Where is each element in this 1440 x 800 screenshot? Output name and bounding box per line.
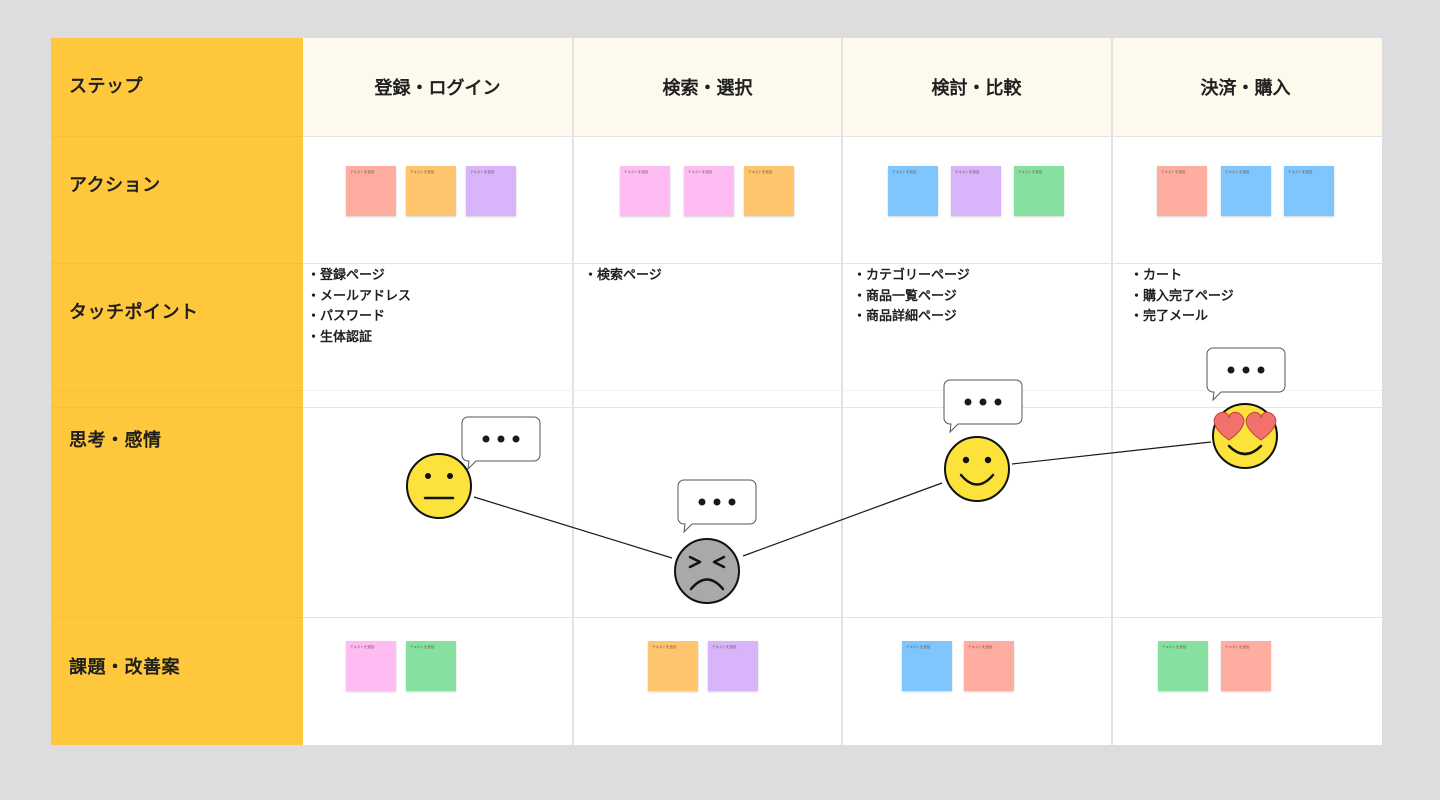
sticky-note-text: テキストを追加	[968, 645, 993, 649]
row-label-column: ステップ アクション タッチポイント 思考・感情 課題・改善案	[51, 38, 303, 745]
sticky-note[interactable]: テキストを追加	[1221, 641, 1271, 691]
touchpoint-item: 検索ページ	[584, 266, 662, 287]
sticky-note-text: テキストを追加	[624, 170, 649, 174]
column-divider	[1111, 38, 1113, 745]
touchpoint-item: 商品詳細ページ	[853, 307, 970, 328]
sticky-note[interactable]: テキストを追加	[1157, 166, 1207, 216]
sticky-note[interactable]: テキストを追加	[684, 166, 734, 216]
sticky-note[interactable]: テキストを追加	[888, 166, 938, 216]
sticky-note[interactable]: テキストを追加	[466, 166, 516, 216]
row-label-step: ステップ	[69, 76, 143, 97]
touchpoint-item: 購入完了ページ	[1130, 287, 1234, 308]
sticky-note-text: テキストを追加	[1018, 170, 1043, 174]
row-divider	[303, 263, 1382, 264]
sticky-note[interactable]: テキストを追加	[346, 641, 396, 691]
touchpoint-item: カテゴリーページ	[853, 266, 970, 287]
touchpoint-item: 生体認証	[307, 328, 411, 349]
sticky-note-text: テキストを追加	[955, 170, 980, 174]
column-divider	[841, 38, 843, 745]
sticky-note-text: テキストを追加	[1225, 645, 1250, 649]
sticky-note-text: テキストを追加	[892, 170, 917, 174]
row-label-action: アクション	[69, 175, 161, 196]
sticky-note-text: テキストを追加	[470, 170, 495, 174]
touchpoint-list-compare: カテゴリーページ 商品一覧ページ 商品詳細ページ	[853, 266, 970, 328]
row-label-emotion: 思考・感情	[69, 430, 162, 451]
sticky-note[interactable]: テキストを追加	[1158, 641, 1208, 691]
touchpoint-item: 商品一覧ページ	[853, 287, 970, 308]
row-divider	[303, 390, 1382, 391]
column-divider	[572, 38, 574, 745]
sticky-note[interactable]: テキストを追加	[406, 641, 456, 691]
touchpoint-item: パスワード	[307, 307, 411, 328]
touchpoint-list-checkout: カート 購入完了ページ 完了メール	[1130, 266, 1234, 328]
sticky-note-text: テキストを追加	[652, 645, 677, 649]
sticky-note[interactable]: テキストを追加	[648, 641, 698, 691]
sticky-note-text: テキストを追加	[748, 170, 773, 174]
row-divider	[303, 407, 1382, 408]
journey-map-board: ステップ アクション タッチポイント 思考・感情 課題・改善案 登録・ログイン …	[51, 38, 1382, 745]
sticky-note[interactable]: テキストを追加	[620, 166, 670, 216]
sticky-note[interactable]: テキストを追加	[406, 166, 456, 216]
touchpoint-item: 登録ページ	[307, 266, 411, 287]
sticky-note[interactable]: テキストを追加	[1221, 166, 1271, 216]
sticky-note[interactable]: テキストを追加	[951, 166, 1001, 216]
sticky-note-text: テキストを追加	[712, 645, 737, 649]
touchpoint-item: 完了メール	[1130, 307, 1234, 328]
row-label-issues: 課題・改善案	[69, 657, 180, 678]
step-title-register: 登録・ログイン	[374, 78, 501, 99]
step-title-search: 検索・選択	[662, 78, 753, 99]
sticky-note-text: テキストを追加	[906, 645, 931, 649]
sticky-note[interactable]: テキストを追加	[1014, 166, 1064, 216]
row-label-touchpoint: タッチポイント	[69, 302, 199, 323]
touchpoint-list-search: 検索ページ	[584, 266, 662, 287]
sticky-note-text: テキストを追加	[1161, 170, 1186, 174]
sticky-note-text: テキストを追加	[1162, 645, 1187, 649]
sticky-note-text: テキストを追加	[410, 170, 435, 174]
touchpoint-item: カート	[1130, 266, 1234, 287]
sticky-note-text: テキストを追加	[350, 170, 375, 174]
sticky-note-text: テキストを追加	[1225, 170, 1250, 174]
sticky-note-text: テキストを追加	[410, 645, 435, 649]
sticky-note[interactable]: テキストを追加	[902, 641, 952, 691]
sticky-note[interactable]: テキストを追加	[1284, 166, 1334, 216]
step-title-checkout: 決済・購入	[1200, 78, 1291, 99]
row-divider	[303, 617, 1382, 618]
touchpoint-item: メールアドレス	[307, 287, 411, 308]
sticky-note[interactable]: テキストを追加	[708, 641, 758, 691]
sticky-note-text: テキストを追加	[688, 170, 713, 174]
sticky-note[interactable]: テキストを追加	[346, 166, 396, 216]
sticky-note-text: テキストを追加	[1288, 170, 1313, 174]
sticky-note-text: テキストを追加	[350, 645, 375, 649]
step-title-compare: 検討・比較	[931, 78, 1022, 99]
sticky-note[interactable]: テキストを追加	[744, 166, 794, 216]
sticky-note[interactable]: テキストを追加	[964, 641, 1014, 691]
row-divider	[303, 136, 1382, 137]
touchpoint-list-register: 登録ページ メールアドレス パスワード 生体認証	[307, 266, 411, 348]
